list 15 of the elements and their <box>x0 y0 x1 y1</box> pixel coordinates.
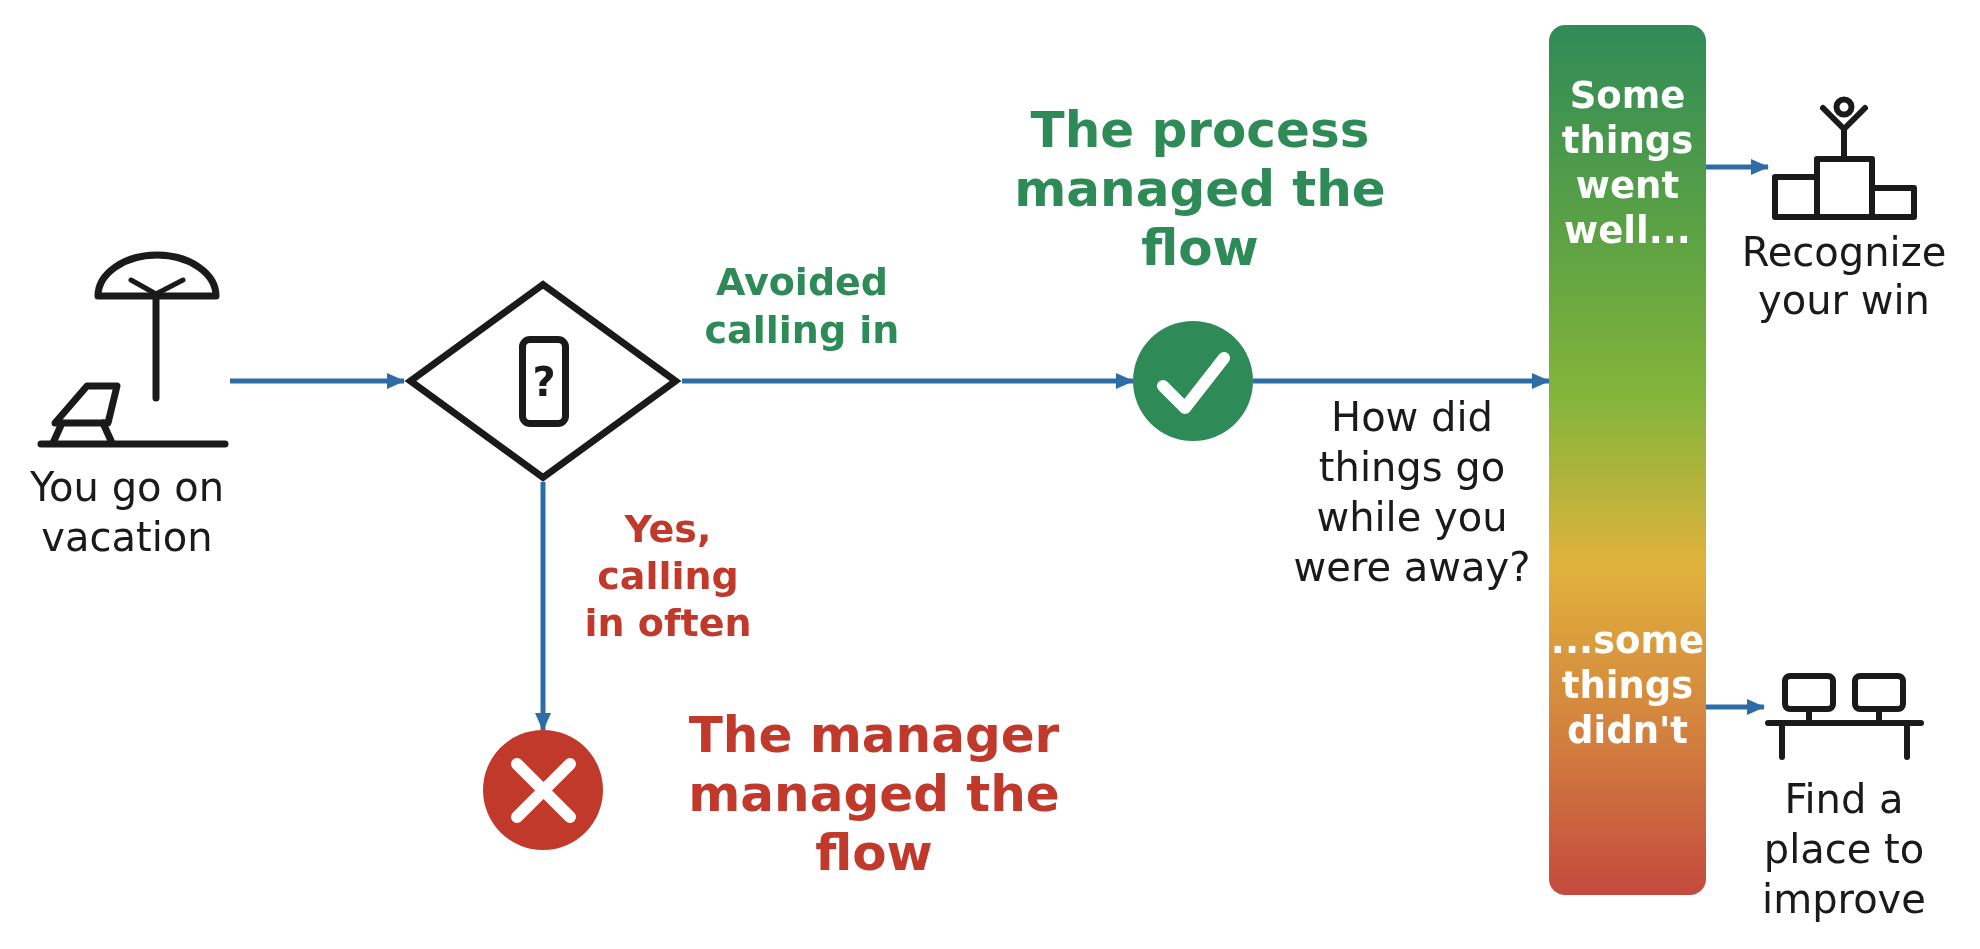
node-label: Find a place to improve <box>1761 775 1927 924</box>
node-label: Recognize your win <box>1740 228 1948 324</box>
arrow <box>230 373 405 389</box>
phone-question-mark: ? <box>519 336 569 427</box>
node-label: You go on vacation <box>28 463 226 562</box>
gradient-bar <box>1549 25 1706 895</box>
arrow <box>1706 159 1769 175</box>
bar-label: ...some things didn't <box>1549 618 1706 753</box>
bar-label: Some things went well... <box>1560 73 1695 253</box>
node-label: The manager managed the flow <box>687 706 1061 883</box>
arrow <box>1706 699 1765 715</box>
arrow <box>535 482 551 731</box>
arrow <box>1253 373 1550 389</box>
node-label: The process managed the flow <box>1013 101 1387 278</box>
arrow <box>682 373 1134 389</box>
